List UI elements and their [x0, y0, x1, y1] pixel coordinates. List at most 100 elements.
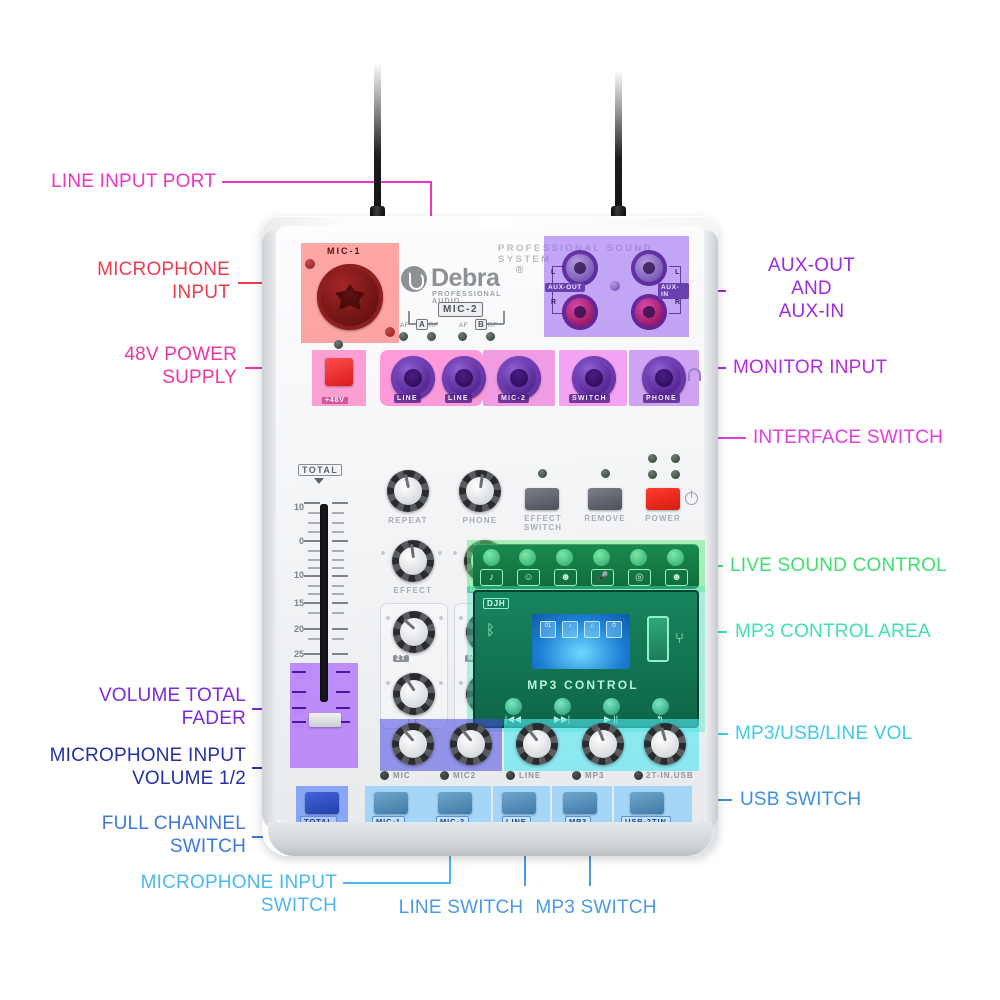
mic2-b-rf-led	[486, 332, 495, 341]
switch-mic-1[interactable]	[374, 792, 408, 814]
switch-mp3[interactable]	[563, 792, 597, 814]
aux-highlight: L R L R AUX-OUT AUX-IN	[544, 236, 689, 337]
mp3-control-panel: DJH ᛒ 01 ♪ ♫ ⏱ ⑂ MP3 CONTROL |◀◀ ▶▶| ▶ |…	[473, 590, 699, 728]
annotation-microphone-input: MICROPHONE INPUT	[97, 259, 230, 304]
jack-line-2-label: LINE	[445, 394, 472, 403]
live-sound-btn-2[interactable]	[519, 549, 536, 566]
microphone-icon: 🎤	[591, 569, 614, 586]
jack-switch[interactable]	[572, 356, 616, 400]
annotation-48v-power-supply: 48V POWER SUPPLY	[124, 344, 237, 389]
switch-usb-2tin[interactable]	[630, 792, 664, 814]
live-sound-btn-3[interactable]	[556, 549, 573, 566]
power-icon	[685, 490, 698, 505]
jack-mic2[interactable]	[497, 356, 541, 400]
mic2-a-af-led	[399, 332, 408, 341]
jack-line-2[interactable]	[442, 356, 486, 400]
total-fader-arrow-icon	[314, 478, 324, 484]
mp3-control-title: MP3 CONTROL	[527, 678, 639, 692]
mp3-play-pause-button[interactable]	[603, 698, 620, 715]
mic2-a-rf-led	[427, 332, 436, 341]
leader-mic-input-switch	[343, 882, 451, 884]
usb-port[interactable]	[647, 616, 669, 662]
jack-line-1[interactable]	[391, 356, 435, 400]
volume-led-mic	[380, 771, 389, 780]
volume-knob-mic2[interactable]	[450, 723, 492, 765]
mic1-highlight: MIC-1	[301, 243, 399, 343]
master-fader-track[interactable]	[320, 504, 328, 702]
annotation-live-sound-control: LIVE SOUND CONTROL	[730, 555, 947, 576]
knob-hf-2t[interactable]	[393, 611, 435, 653]
mic2-ab-group: MIC-2 A AF RF B AF RF	[398, 302, 513, 344]
volume-led-usb	[634, 771, 643, 780]
volume-led-mp3	[572, 771, 581, 780]
fader-scale-10: 10	[293, 570, 304, 580]
power-led-4	[671, 470, 680, 479]
aux-in-right-jack[interactable]	[631, 294, 667, 330]
lcd-icon-3: ♫	[584, 621, 600, 638]
remove-button-label: REMOVE	[584, 514, 626, 523]
volume-knob-line[interactable]	[516, 723, 558, 765]
mic2-a-af-label: AF	[400, 322, 410, 329]
mic2-channel-a[interactable]: A	[416, 319, 428, 330]
live-sound-btn-4[interactable]	[593, 549, 610, 566]
fader-scale-0: 0	[298, 536, 304, 546]
live-sound-btn-1[interactable]	[483, 549, 500, 566]
live-sound-btn-5[interactable]	[630, 549, 647, 566]
power-led-3	[648, 470, 657, 479]
brand-name: Debra	[431, 264, 500, 292]
aux-in-chip: AUX-IN	[658, 283, 689, 299]
lcd-icon-2: ♪	[562, 621, 578, 638]
switch-line[interactable]	[502, 792, 536, 814]
power-button-label: POWER	[645, 514, 681, 523]
knob-lf-2t[interactable]	[393, 673, 435, 715]
mic1-screw-bottom	[385, 327, 395, 337]
aux-out-left-jack[interactable]	[562, 250, 598, 286]
power-led-1	[648, 454, 657, 463]
mic2-channel-b[interactable]: B	[475, 319, 487, 330]
master-fader-handle[interactable]	[309, 713, 341, 727]
effect-switch-button[interactable]	[525, 488, 559, 510]
usb-icon: ⑂	[675, 630, 685, 647]
mp3-repeat-button[interactable]	[652, 698, 669, 715]
switch-total[interactable]	[305, 792, 339, 814]
brand-registered-mark: ®	[516, 265, 524, 276]
volume-label-mp3: MP3	[585, 771, 605, 780]
mic2-label: MIC-2	[438, 302, 484, 317]
mic2-leg-right	[503, 311, 505, 324]
aux-out-right-label: R	[551, 299, 557, 306]
volume-knob-mp3[interactable]	[582, 723, 624, 765]
brand-subtitle: PROFESSIONAL AUDIO	[432, 291, 502, 305]
knob-effect[interactable]	[392, 540, 434, 582]
jack-phone[interactable]	[642, 356, 686, 400]
leader-line-input-port-h	[222, 181, 432, 183]
brand-mark-icon	[401, 266, 427, 292]
aux-in-right-label: R	[675, 299, 681, 306]
phantom-power-label: +48V	[322, 397, 348, 404]
live-sound-btn-6[interactable]	[667, 549, 684, 566]
music-note-icon: ♪	[480, 569, 503, 586]
antenna-right-rod	[615, 70, 622, 212]
knob-repeat[interactable]	[387, 470, 429, 512]
mic2-leg-left	[408, 311, 410, 324]
antenna-left-rod	[374, 62, 381, 212]
xlr-microphone-input-jack[interactable]	[317, 264, 383, 330]
mic1-label: MIC-1	[327, 246, 362, 256]
mic2-a-rf-label: RF	[429, 322, 439, 329]
mixer-bottom-lip	[268, 822, 712, 856]
mp3-next-button[interactable]	[554, 698, 571, 715]
aux-in-left-jack[interactable]	[631, 250, 667, 286]
switch-mic-2[interactable]	[438, 792, 472, 814]
power-button[interactable]	[646, 488, 680, 510]
annotation-microphone-input-switch: MICROPHONE INPUT SWITCH	[140, 872, 337, 917]
knob-phone[interactable]	[459, 470, 501, 512]
aux-out-chip: AUX-OUT	[545, 283, 585, 292]
mic2-bar-right	[476, 323, 504, 325]
lcd-icon-4: ⏱	[606, 621, 622, 638]
mp3-prev-button[interactable]	[505, 698, 522, 715]
volume-knob-2t-in-usb[interactable]	[644, 723, 686, 765]
aux-out-right-jack[interactable]	[562, 294, 598, 330]
remove-button[interactable]	[588, 488, 622, 510]
volume-knob-mic[interactable]	[392, 723, 434, 765]
phantom-power-button[interactable]	[325, 358, 353, 386]
